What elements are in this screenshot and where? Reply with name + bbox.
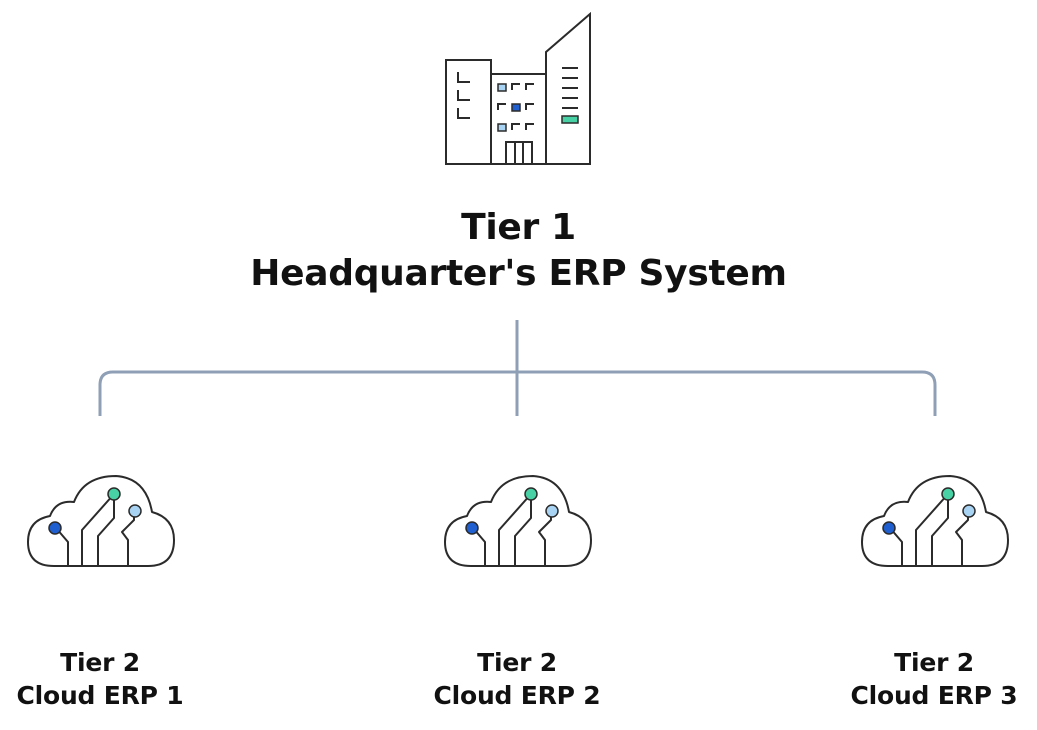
cloud-circuit-icon <box>27 475 175 567</box>
cloud-circuit-icon <box>444 475 592 567</box>
cloud-circuit-icon <box>861 475 1009 567</box>
node-tier-label: Tier 2 <box>60 648 140 677</box>
headquarter-tier-label: Tier 1 <box>461 207 576 248</box>
node-label-2: Tier 2 Cloud ERP 2 <box>397 646 637 712</box>
node-name-label: Cloud ERP 1 <box>16 681 184 710</box>
headquarter-title: Tier 1 Headquarter's ERP System <box>0 205 1037 297</box>
node-name-label: Cloud ERP 2 <box>433 681 601 710</box>
headquarter-name-label: Headquarter's ERP System <box>250 253 787 294</box>
node-name-label: Cloud ERP 3 <box>850 681 1018 710</box>
node-tier-label: Tier 2 <box>477 648 557 677</box>
node-label-1: Tier 2 Cloud ERP 1 <box>0 646 220 712</box>
node-label-3: Tier 2 Cloud ERP 3 <box>814 646 1037 712</box>
tree-connector <box>98 320 937 416</box>
node-tier-label: Tier 2 <box>894 648 974 677</box>
office-building-icon <box>445 12 591 165</box>
